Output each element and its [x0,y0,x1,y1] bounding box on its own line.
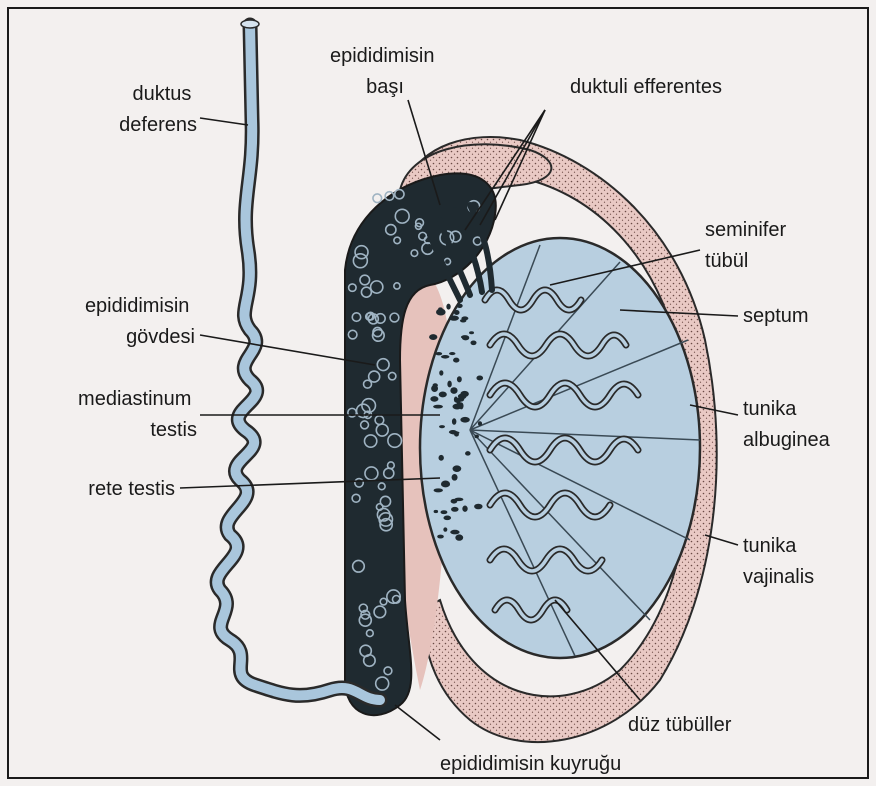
rete-dot [449,352,455,355]
ductus-deferens-cut-end [241,20,259,28]
rete-dot [438,307,442,310]
label-duktuli-efferentes: duktuli efferentes [570,76,722,98]
epididymis-coil [373,194,382,203]
rete-dot [439,370,443,375]
rete-dot [441,481,450,488]
rete-dot [443,516,451,521]
rete-dot [453,358,459,363]
label-duktus-deferens: duktus deferens [119,83,197,136]
rete-dot [446,304,450,310]
rete-dot [450,530,459,535]
label-epididimis-kuyrugu: epididimisin kuyruğu [440,753,621,775]
rete-dot [437,535,444,539]
rete-dot [434,488,443,492]
label-tunika-vajinalis: tunika vajinalis [743,535,814,588]
label-septum: septum [743,305,809,327]
label-tunika-albuginea: tunika albuginea [743,398,831,451]
rete-dot [429,334,437,340]
rete-dot [478,421,482,426]
rete-dot [430,396,438,402]
rete-dot [452,418,456,425]
rete-dot [453,465,462,472]
rete-dot [438,455,443,461]
rete-dot [457,376,462,382]
rete-dot [474,435,479,439]
rete-dot [450,387,457,394]
rete-dot [461,335,469,339]
rete-dot [460,319,466,322]
label-mediastinum-testis: mediastinum testis [78,388,197,441]
rete-dot [439,391,447,397]
rete-dot [469,331,474,334]
rete-dot [450,431,459,434]
rete-dot [462,506,467,512]
rete-dot [454,498,463,502]
rete-dot [441,355,449,359]
rete-dot [434,510,438,513]
rete-dot [465,451,471,455]
rete-dot [443,527,447,531]
rete-dot [476,375,483,380]
rete-dot [435,352,442,355]
rete-dot [447,381,451,388]
rete-dot [455,534,463,540]
rete-dot [470,340,476,345]
rete-dot [454,310,460,315]
label-epididimis-govdesi: epididimisin gövdesi [85,295,195,348]
label-seminifer-tubul: seminifer tübül [705,219,792,272]
rete-dot [457,304,463,308]
rete-dot [452,404,461,410]
label-duz-tubuller: düz tübüller [628,714,732,736]
rete-dot [449,315,459,320]
rete-dot [431,385,438,392]
rete-dot [441,510,448,514]
rete-dot [451,507,459,512]
rete-dot [460,391,469,397]
label-rete-testis: rete testis [88,478,175,500]
rete-dot [456,398,461,405]
rete-dot [460,417,469,423]
rete-dot [474,504,482,510]
rete-dot [439,425,445,428]
rete-dot [433,405,443,409]
rete-dot [452,474,458,481]
label-epididimis-basi: epididimisin başı [330,45,440,98]
